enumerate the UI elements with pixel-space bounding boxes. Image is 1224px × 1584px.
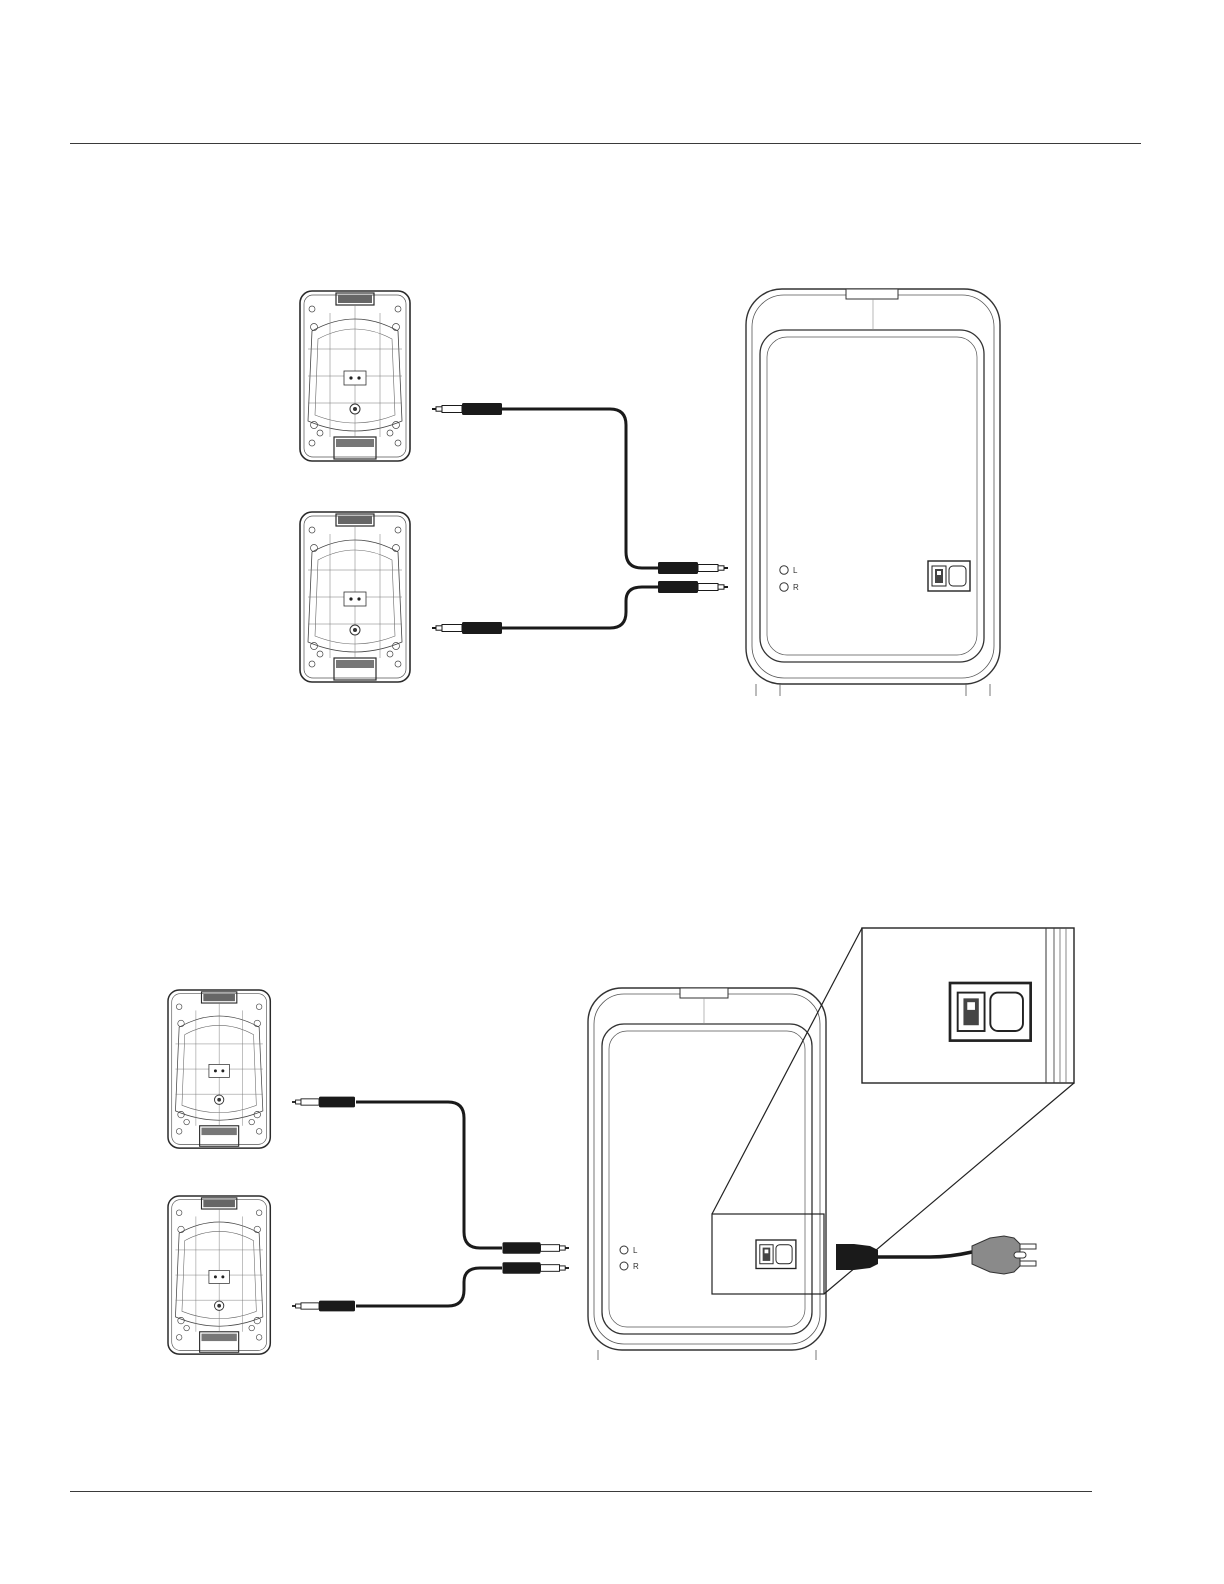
power-switch-icon: [928, 561, 970, 591]
quarter-inch-plug-icon: [502, 1262, 569, 1273]
ac-plug-icon: [972, 1236, 1036, 1274]
quarter-inch-plug-icon: [658, 581, 728, 593]
satellite-speaker-right-top: [300, 512, 410, 682]
diagram-top: L R: [300, 289, 1000, 696]
jack-l-label-bottom: L: [633, 1246, 638, 1255]
subwoofer-bottom: L R: [588, 988, 826, 1360]
satellite-speaker-left-bottom: [168, 990, 270, 1148]
quarter-inch-plug-icon: [502, 1242, 569, 1253]
subwoofer-top: L R: [746, 289, 1000, 696]
zoom-inset: [862, 928, 1074, 1083]
satellite-speaker-left-top: [300, 291, 410, 461]
jack-l-bottom: [620, 1246, 628, 1254]
jack-r-top: [780, 583, 788, 591]
jack-l-label-top: L: [793, 566, 798, 575]
quarter-inch-plug-icon: [432, 403, 502, 415]
jack-l-top: [780, 566, 788, 574]
quarter-inch-plug-icon: [432, 622, 502, 634]
diagram-bottom: L R: [168, 928, 1074, 1360]
quarter-inch-plug-icon: [292, 1301, 355, 1312]
satellite-speaker-right-bottom: [168, 1196, 270, 1354]
jack-r-bottom: [620, 1262, 628, 1270]
jack-r-label-bottom: R: [633, 1262, 639, 1271]
jack-r-label-top: R: [793, 583, 799, 592]
quarter-inch-plug-icon: [292, 1097, 355, 1108]
power-switch-icon: [756, 1240, 796, 1269]
power-cord: [836, 1236, 1036, 1274]
iec-inlet-icon: [950, 983, 1031, 1041]
quarter-inch-plug-icon: [658, 562, 728, 574]
